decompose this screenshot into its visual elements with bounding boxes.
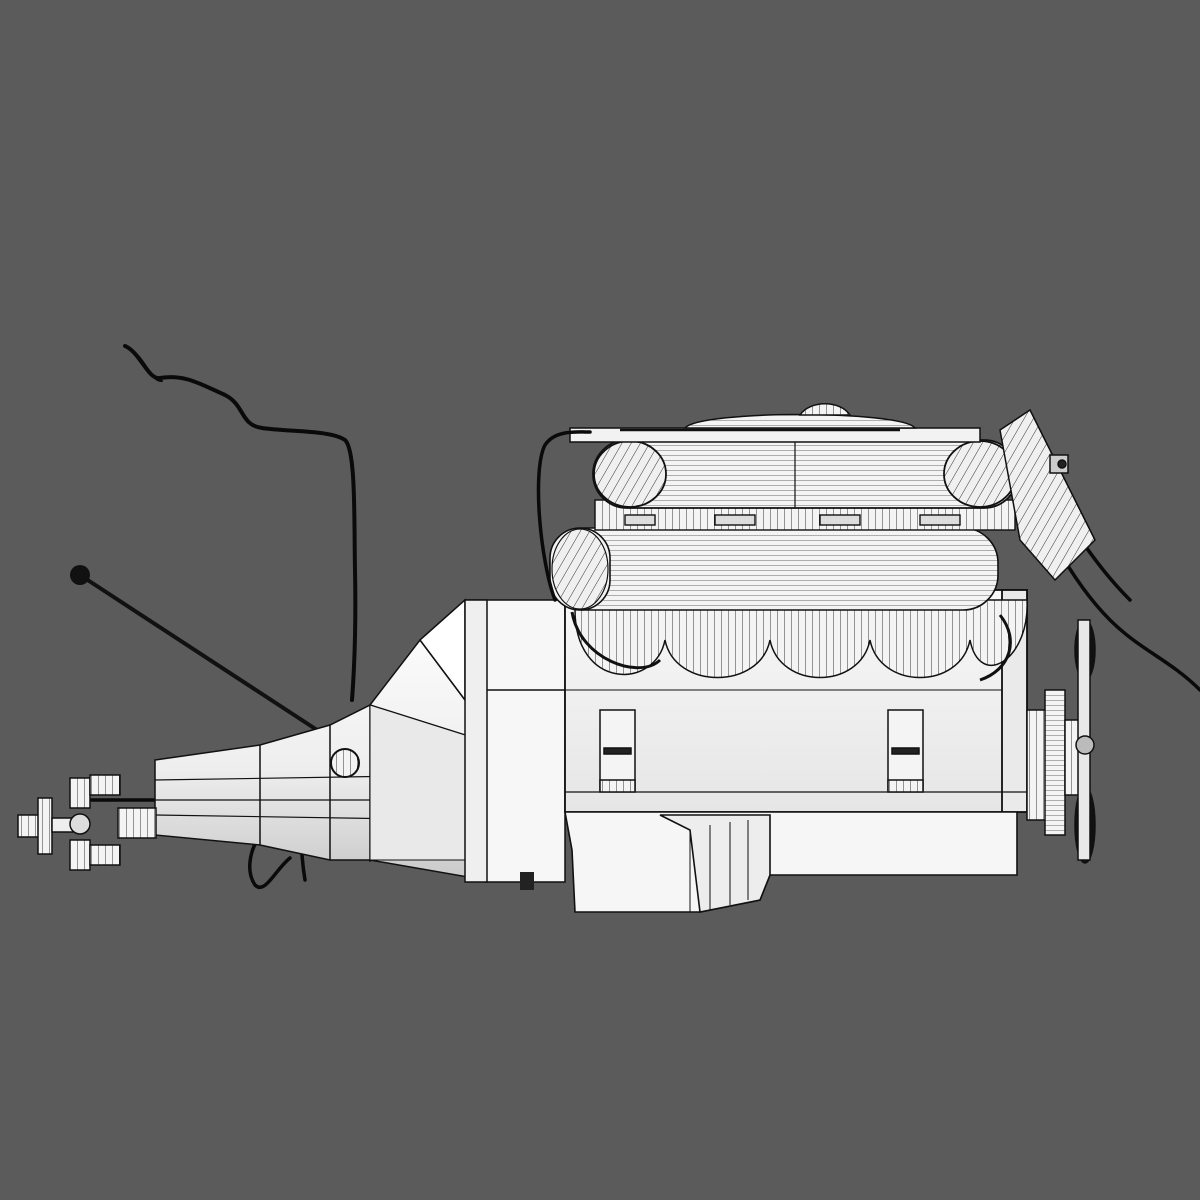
crank-pulley (1026, 689, 1081, 836)
shift-lever-pivot-icon (330, 748, 360, 778)
valve-cover (549, 527, 999, 611)
throttle-cable (123, 344, 358, 702)
shift-knob-icon (70, 565, 90, 585)
engine-mount-left (599, 709, 636, 793)
alternator (999, 408, 1096, 582)
oil-pan (564, 811, 1018, 913)
engine-mount-right (887, 709, 924, 793)
gear-shift-lever (70, 565, 342, 747)
air-cleaner-lid (569, 403, 981, 443)
output-shaft-coupling (17, 774, 157, 871)
bellhousing (464, 599, 566, 890)
air-cleaner (592, 439, 1019, 509)
radiator-fan (1074, 619, 1096, 864)
exhaust-runners (570, 599, 1028, 682)
